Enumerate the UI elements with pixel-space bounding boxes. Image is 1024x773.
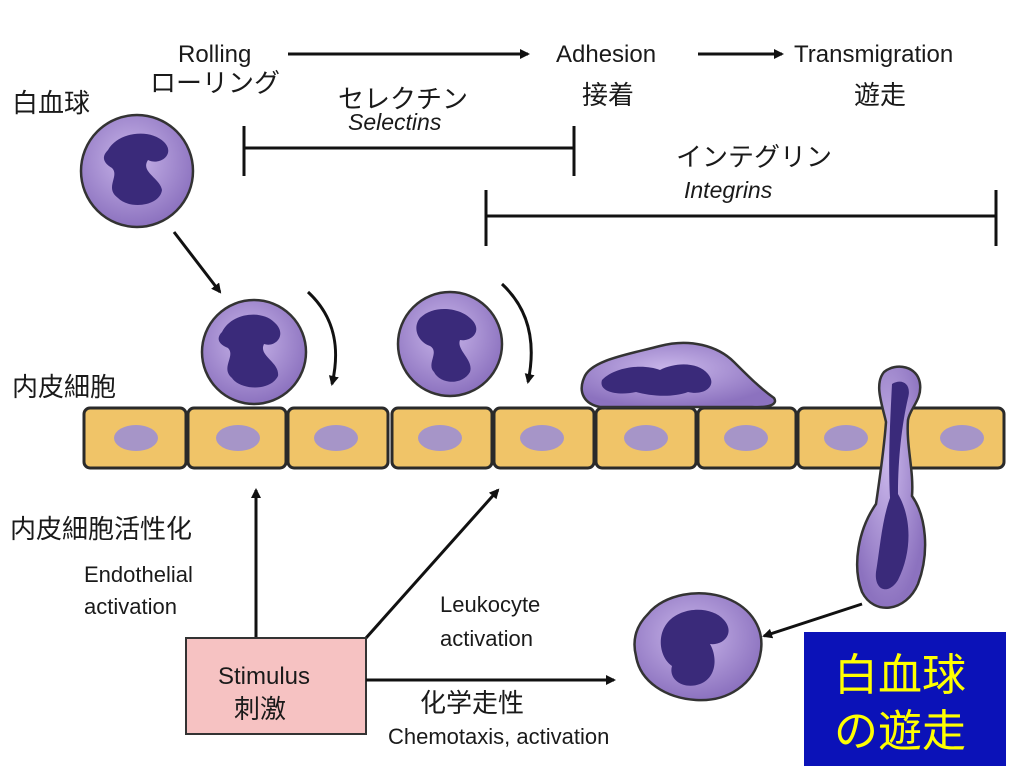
stimulus-box: Stimulus 刺激 (185, 637, 367, 735)
endo-activation-label-2: activation (84, 594, 177, 619)
chemotaxis-jp-label: 化学走性 (420, 689, 524, 719)
integrins-label: Integrins (684, 177, 773, 203)
leukocyte-label: 白血球 (12, 89, 90, 119)
title-line-2: の遊走 (834, 706, 966, 757)
selectins-jp-label: セレクチン (338, 85, 468, 115)
stimulus-label: Stimulus (218, 663, 310, 690)
title-line-1: 白血球 (834, 650, 966, 701)
stimulus-jp-label: 刺激 (234, 695, 286, 725)
migration-arrow (762, 602, 863, 639)
adhered-leukocyte (580, 341, 777, 409)
endothelium-label: 内皮細胞 (12, 373, 116, 403)
rolling-leukocyte-2 (396, 290, 504, 398)
migrated-leukocyte (633, 592, 763, 702)
rolling-jp-label: ローリング (150, 69, 280, 99)
endo-activation-label-1: Endothelial (84, 562, 193, 587)
approach-arrow (172, 231, 222, 294)
rolling-leukocyte-1 (200, 298, 308, 406)
selectins-label: Selectins (348, 109, 442, 135)
integrins-jp-label: インテグリン (676, 143, 832, 173)
free-leukocyte (79, 113, 195, 229)
endothelial-layer (82, 406, 1006, 470)
leuko-activation-label-1: Leukocyte (440, 592, 540, 617)
selectins-bracket (242, 126, 576, 176)
leuko-activation-label-2: activation (440, 626, 533, 651)
rolling-label: Rolling (178, 41, 251, 68)
integrins-bracket (484, 190, 998, 246)
adhesion-label: Adhesion (556, 41, 656, 68)
transmigration-jp-label: 遊走 (854, 81, 906, 111)
adhesion-jp-label: 接着 (582, 81, 634, 111)
endo-activation-jp-label: 内皮細胞活性化 (10, 515, 192, 545)
rolling-arrow-1 (306, 290, 339, 386)
leuko-activation-arrow (364, 488, 500, 639)
transmigration-label: Transmigration (794, 41, 953, 68)
transmigrating-leukocyte (855, 365, 927, 609)
chemotaxis-label: Chemotaxis, activation (388, 724, 609, 749)
title-box: 白血球 の遊走 (804, 632, 1006, 766)
rolling-arrow-2 (500, 282, 535, 384)
